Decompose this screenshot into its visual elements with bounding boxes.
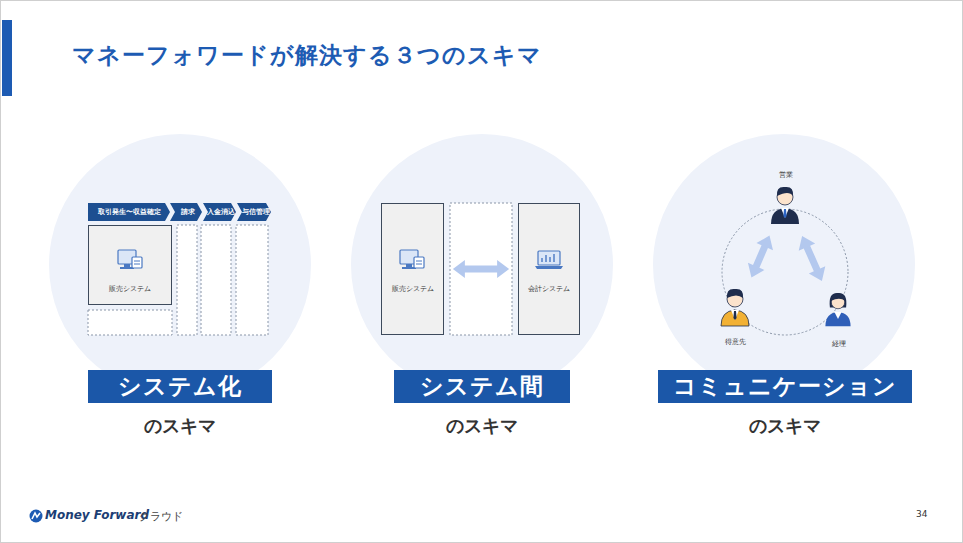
- gap-title: システム化: [118, 371, 242, 402]
- step-label: 請求: [178, 208, 195, 217]
- gap-title: コミュニケーション: [673, 371, 897, 402]
- empty-slot: [177, 225, 197, 335]
- brand-name: Money Forward: [45, 508, 149, 522]
- person-node: 経理: [820, 288, 857, 349]
- system-box: 販売システム: [381, 203, 444, 335]
- page-number: 34: [916, 509, 927, 519]
- role-label: 得意先: [702, 337, 768, 347]
- gap-circle: [351, 134, 613, 396]
- gap-band: コミュニケーション: [658, 370, 912, 403]
- role-label: 経理: [810, 339, 867, 349]
- person-node: 営業: [765, 168, 806, 229]
- empty-slot: [236, 225, 268, 335]
- process-chevron: 請求: [170, 203, 202, 221]
- empty-slots: [88, 203, 512, 335]
- gap-caption: のスキマ: [685, 414, 885, 438]
- computer-icon: [400, 250, 424, 269]
- gap-caption: のスキマ: [80, 414, 280, 438]
- chevron-outline: [170, 203, 202, 221]
- chevron-outline: [203, 203, 236, 221]
- title-bar: [2, 20, 12, 96]
- empty-slot: [450, 203, 512, 335]
- process-chevron: 与信管理: [237, 203, 271, 221]
- chevron-outline: [237, 203, 271, 221]
- brand-mark: [30, 510, 43, 523]
- process-chevron: 入金消込: [203, 203, 236, 221]
- empty-slot: [88, 310, 172, 335]
- person-figure: [771, 187, 799, 224]
- system-label: 販売システム: [89, 284, 171, 294]
- system-box: 会計システム: [518, 203, 580, 335]
- gap-title: システム間: [420, 371, 544, 402]
- link-arrow: [453, 260, 509, 278]
- gap-caption: のスキマ: [382, 414, 582, 438]
- step-label: 入金消込: [204, 208, 235, 217]
- system-label: 会計システム: [519, 284, 579, 294]
- brand-suffix: クラウド: [139, 509, 183, 524]
- gap-circle: [49, 134, 311, 396]
- step-label: 与信管理: [239, 208, 270, 217]
- system-box: 販売システム: [88, 225, 172, 305]
- gap-band: システム間: [394, 370, 570, 403]
- chevron-outline: [88, 203, 170, 221]
- person-node: 得意先: [712, 284, 758, 347]
- slide-title: マネーフォワードが解決する３つのスキマ: [72, 40, 542, 71]
- laptop-icon: [535, 251, 563, 269]
- process-chevron: 取引発生〜収益確定: [88, 203, 170, 221]
- link-arrow: [748, 236, 773, 278]
- link-arrow: [799, 236, 826, 281]
- gap-band: システム化: [88, 370, 272, 403]
- system-label: 販売システム: [382, 284, 443, 294]
- person-figure: [721, 289, 749, 326]
- step-label: 取引発生〜収益確定: [98, 208, 161, 217]
- person-figure: [825, 293, 850, 326]
- computer-icon: [118, 250, 142, 269]
- gap-circle: [653, 134, 915, 396]
- role-label: 営業: [755, 170, 816, 180]
- empty-slot: [201, 225, 231, 335]
